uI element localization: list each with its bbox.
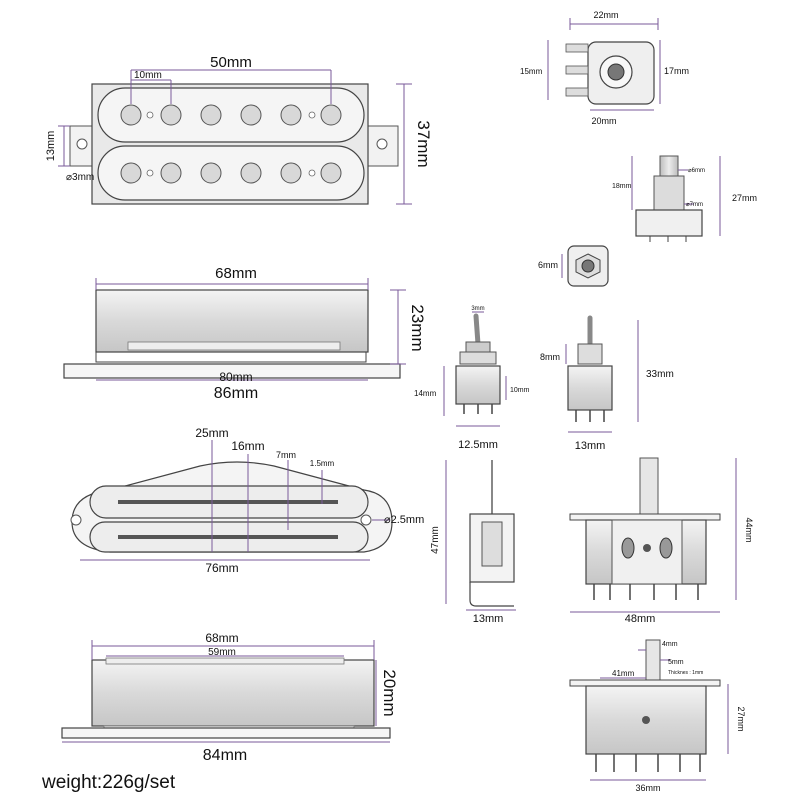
single-coil-plate: [61, 727, 391, 739]
pot-top-view: 22mm 15mm 17mm 20mm: [520, 10, 689, 126]
single-height: 20mm: [380, 669, 399, 716]
five-way-switch: 44mm 48mm: [569, 457, 754, 625]
toggle-b-total: 33mm: [646, 369, 674, 380]
rail-width-1-5: 1.5mm: [310, 459, 335, 468]
humbucker-top-view: 50mm 10mm 37mm 13mm ⌀3mm: [45, 54, 433, 205]
humbucker-hole-label: ⌀3mm: [66, 172, 94, 183]
rail-hole: ⌀2.5mm: [384, 514, 424, 526]
humbucker-plate-width: 80mm: [219, 370, 252, 384]
humbucker-coil-top: [97, 87, 365, 143]
humbucker-height-label: 37mm: [414, 120, 433, 167]
humbucker-coil-bottom: [97, 145, 365, 201]
rail-width-16: 16mm: [231, 439, 264, 453]
rail-pickup: 25mm 16mm 7mm 1.5mm ⌀2.5mm 76mm: [70, 426, 424, 575]
single-inner-width: 59mm: [208, 647, 236, 658]
toggle-c-height: 47mm: [430, 526, 441, 554]
single-coil-body: [91, 659, 375, 727]
toggle-b-body: [567, 365, 613, 411]
toggle-a-body-height: 14mm: [414, 389, 437, 398]
five-way-switch-b: 4mm 5mm Thicknes : 1mm 41mm 27mm 36mm: [569, 639, 746, 793]
five-way-b-height: 27mm: [736, 706, 746, 731]
humbucker-base-plate: [63, 363, 401, 379]
pot-shaft-height: 18mm: [612, 183, 632, 190]
humbucker-side-top-width: 68mm: [215, 265, 257, 282]
humbucker-total-length: 86mm: [214, 385, 258, 402]
toggle-switch-c: 47mm 13mm: [430, 460, 516, 625]
pot-shaft-side: 18mm ⌀6mm ⌀7mm 27mm: [612, 155, 757, 242]
humbucker-tab-label: 13mm: [45, 131, 57, 162]
toggle-switch-b: 8mm 33mm 13mm: [540, 315, 674, 452]
toggle-b-width: 13mm: [575, 440, 606, 452]
single-coil-side: 68mm 59mm 84mm 20mm: [61, 631, 399, 764]
five-way-b-span: 41mm: [612, 669, 635, 678]
five-way-width: 48mm: [625, 613, 656, 625]
toggle-b-nut: 8mm: [540, 352, 560, 362]
jack-nut: 6mm: [538, 245, 609, 287]
toggle-a-width: 12.5mm: [458, 439, 498, 451]
five-way-b-width: 36mm: [635, 783, 660, 793]
five-way-b-blade: 5mm: [668, 659, 684, 666]
rail-width-7: 7mm: [276, 450, 296, 460]
single-top-width: 68mm: [205, 631, 238, 645]
pot-bottom: 20mm: [591, 116, 616, 126]
toggle-a-body: [455, 365, 501, 405]
toggle-a-lever: 3mm: [471, 306, 484, 312]
humbucker-side-view: 68mm 80mm 86mm 23mm: [63, 265, 427, 402]
jack-size: 6mm: [538, 260, 558, 270]
humbucker-width-label: 50mm: [210, 54, 252, 71]
pot-d7: ⌀7mm: [686, 202, 703, 208]
toggle-a-side: 10mm: [510, 387, 530, 394]
weight-label: weight:226g/set: [42, 772, 176, 793]
rail-length: 76mm: [205, 561, 238, 575]
pot-height-right: 17mm: [664, 66, 689, 76]
pot-body-side: [635, 209, 703, 237]
humbucker-side-height: 23mm: [408, 304, 427, 351]
pot-total: 27mm: [732, 193, 757, 203]
pot-width: 22mm: [593, 10, 618, 20]
humbucker-pole-spacing-label: 10mm: [134, 70, 162, 81]
toggle-c-width: 13mm: [473, 613, 504, 625]
five-way-height: 44mm: [744, 517, 754, 542]
pot-d6: ⌀6mm: [688, 168, 705, 174]
single-length: 84mm: [203, 747, 247, 764]
five-way-b-thickness: Thicknes : 1mm: [668, 670, 703, 676]
five-way-b-tip: 4mm: [662, 641, 678, 648]
pot-height-left: 15mm: [520, 67, 543, 76]
rail-width-25: 25mm: [195, 426, 228, 440]
toggle-switch-a: 3mm 14mm 10mm 12.5mm: [414, 306, 530, 451]
